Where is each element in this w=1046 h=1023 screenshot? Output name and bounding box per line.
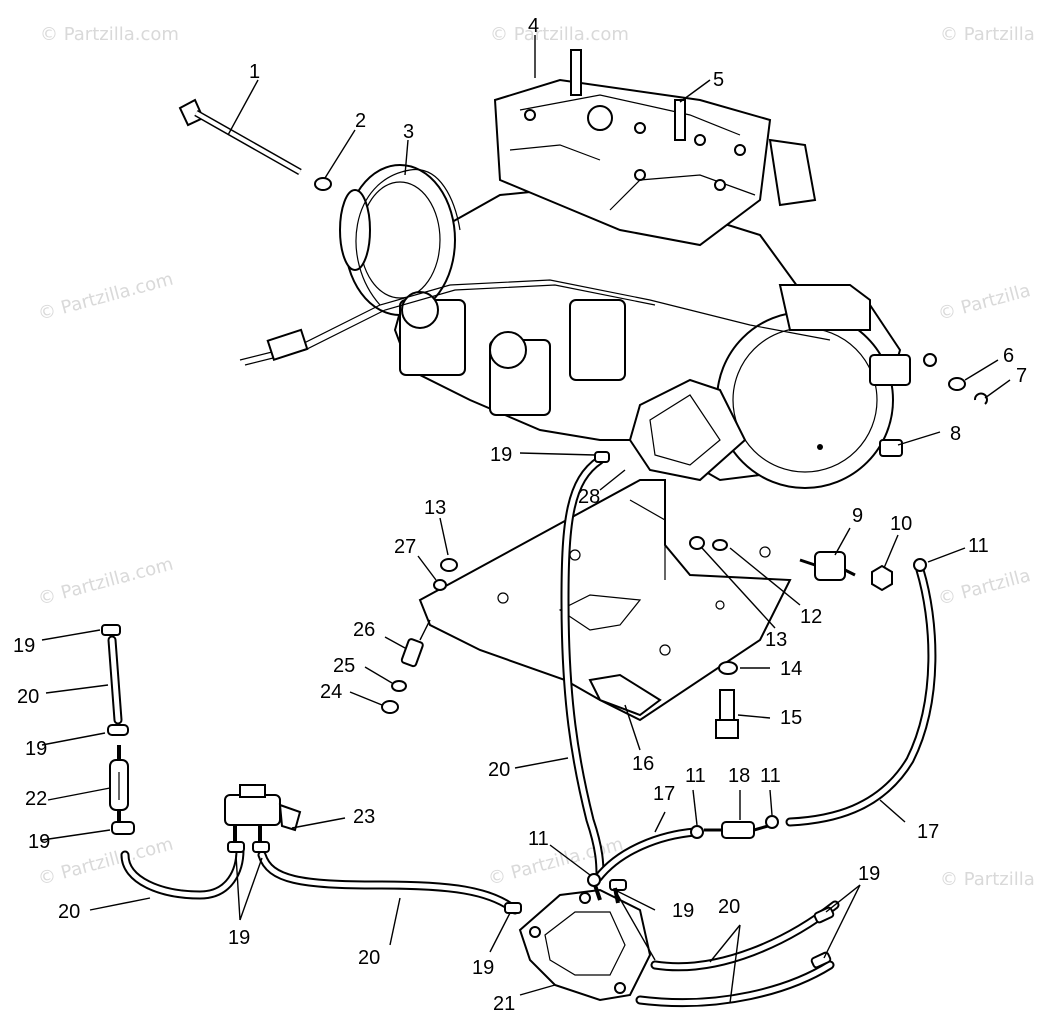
callout-1: 1	[249, 61, 260, 83]
engine-assembly	[239, 49, 937, 489]
callout-19: 19	[228, 927, 250, 949]
watermark: © Partzilla	[940, 24, 1035, 45]
fitting-26-icon	[400, 619, 431, 668]
callout-13: 13	[765, 629, 787, 651]
callout-20: 20	[718, 896, 740, 918]
callout-18: 18	[728, 765, 750, 787]
callout-2: 2	[355, 110, 366, 132]
leader-lines	[41, 35, 1011, 1004]
bolt-1-icon	[178, 98, 302, 176]
nut-10-icon	[871, 564, 893, 592]
callout-20: 20	[358, 947, 380, 969]
watermark: © Partzilla	[936, 565, 1033, 610]
callout-24: 24	[320, 681, 342, 703]
nut-13-icon	[440, 558, 458, 572]
washer-2-icon	[314, 177, 332, 191]
callout-20: 20	[17, 686, 39, 708]
fuel-hoses	[107, 455, 937, 1008]
watermark: © Partzilla.com	[486, 834, 626, 890]
callout-27: 27	[394, 536, 416, 558]
callout-22: 22	[25, 788, 47, 810]
callout-13: 13	[424, 497, 446, 519]
mount-9-icon	[799, 551, 856, 581]
callout-25: 25	[333, 655, 355, 677]
watermark: © Partzilla.com	[36, 269, 176, 325]
callout-11: 11	[685, 765, 706, 787]
washer-6-icon	[948, 377, 966, 391]
callout-17: 17	[917, 821, 939, 843]
callout-labels: 1 2 3 4 5 6 7 8 9 10 11 12 13 13 14 15 1…	[13, 15, 1027, 1015]
callout-8: 8	[950, 423, 961, 445]
callout-12: 12	[800, 606, 822, 628]
watermark: © Partzilla.com	[490, 24, 629, 45]
clip-7-icon	[974, 392, 988, 405]
callout-19: 19	[858, 863, 880, 885]
callout-10: 10	[890, 513, 912, 535]
engine-mount-plate	[418, 479, 792, 722]
callout-28: 28	[578, 486, 600, 508]
callout-4: 4	[528, 15, 539, 37]
callout-6: 6	[1003, 345, 1014, 367]
callout-20: 20	[488, 759, 510, 781]
callout-23: 23	[353, 806, 375, 828]
callout-11: 11	[528, 828, 549, 850]
callout-9: 9	[852, 505, 863, 527]
callout-3: 3	[403, 121, 414, 143]
callout-7: 7	[1016, 365, 1027, 387]
callout-19: 19	[13, 635, 35, 657]
callout-5: 5	[713, 69, 724, 91]
watermark: © Partzilla	[940, 869, 1035, 890]
watermark: © Partzilla	[936, 280, 1033, 325]
nut-13b-icon	[689, 536, 705, 550]
callout-14: 14	[780, 658, 802, 680]
callout-16: 16	[632, 753, 654, 775]
callout-26: 26	[353, 619, 375, 641]
callout-11: 11	[760, 765, 781, 787]
watermark: © Partzilla.com	[36, 554, 176, 610]
inline-filter-18-icon	[704, 821, 769, 839]
fuel-filter-22-icon	[109, 745, 129, 822]
callout-17: 17	[653, 783, 675, 805]
callout-21: 21	[493, 993, 515, 1015]
watermark: © Partzilla.com	[40, 24, 179, 45]
callout-11: 11	[968, 535, 989, 557]
washer-14-icon	[718, 661, 738, 675]
callout-19: 19	[472, 957, 494, 979]
washer-25-icon	[391, 680, 407, 692]
callout-19: 19	[672, 900, 694, 922]
callout-20: 20	[58, 901, 80, 923]
nut-24-icon	[381, 700, 399, 714]
callout-15: 15	[780, 707, 802, 729]
fuel-pump-21-icon	[518, 884, 652, 1002]
callout-19: 19	[490, 444, 512, 466]
callout-19: 19	[25, 738, 47, 760]
bolt-15-icon	[715, 689, 739, 739]
washer-12-icon	[712, 539, 728, 551]
callout-19: 19	[28, 831, 50, 853]
watermark: © Partzilla.com	[36, 834, 176, 890]
washer-27-icon	[433, 579, 447, 591]
fuel-valve-23-icon	[224, 784, 302, 842]
